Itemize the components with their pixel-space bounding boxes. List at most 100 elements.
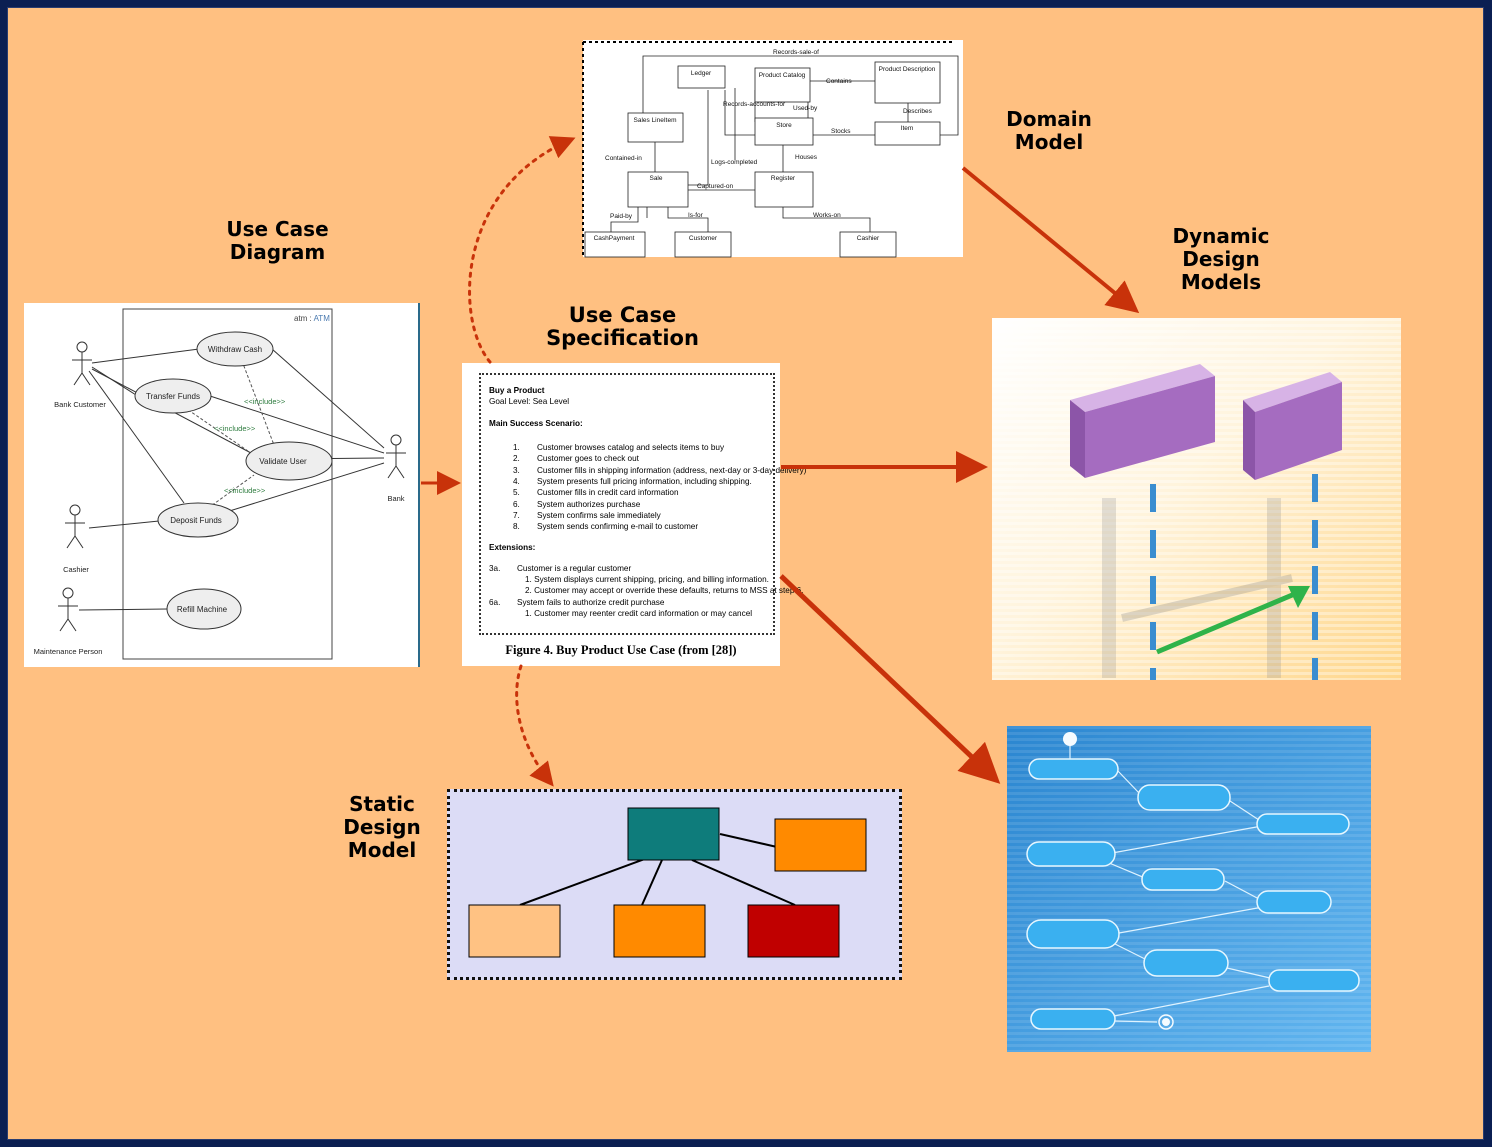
spec-extension-text: 1. Customer may reenter credit card info… — [525, 608, 753, 618]
use-case-label: Refill Machine — [177, 605, 228, 614]
system-label: atm : ATM — [294, 314, 330, 323]
association-label: Captured-on — [697, 183, 734, 190]
activity-node — [1028, 758, 1119, 780]
use-case-diagram-panel: atm : ATM <<include>> <<include>> <<incl… — [24, 303, 420, 667]
class-name: Register — [771, 175, 796, 182]
class-box-store — [754, 117, 814, 146]
class-box-cashier — [839, 231, 897, 258]
include-label: <<include>> — [244, 397, 286, 406]
spec-step-text: System sends confirming e-mail to custom… — [537, 522, 699, 532]
domain-model-panel: Ledger Product Catalog Product Descripti… — [582, 40, 963, 258]
class-name: Product Description — [879, 66, 936, 73]
heading-line: Use Case — [226, 217, 329, 241]
association-label: Records-accounts-for — [723, 101, 786, 108]
association-label: Is-for — [688, 212, 704, 219]
heading-line: Use Case — [568, 303, 677, 327]
spec-extensions-heading: Extensions: — [489, 543, 536, 552]
spec-caption: Figure 4. Buy Product Use Case (from [28… — [505, 643, 737, 657]
dynamic-activity-panel — [1007, 726, 1371, 1052]
object-box-right — [1243, 372, 1342, 480]
class-name: Item — [901, 125, 914, 132]
actor-icon — [72, 341, 92, 386]
activity-node — [1026, 919, 1120, 949]
class-name: CashPayment — [594, 235, 635, 242]
class-box-orange-bottom — [613, 904, 706, 958]
class-box-sale — [627, 171, 689, 208]
class-box-register — [754, 171, 814, 208]
domain-class-boxes — [584, 61, 941, 258]
activity-node — [1026, 841, 1116, 867]
activity-node — [1030, 1008, 1116, 1030]
spec-step-number: 8. — [513, 522, 520, 532]
use-case-deposit-funds — [157, 502, 239, 538]
heading-line: Domain — [1006, 107, 1092, 131]
sequence-diagram-graphic — [992, 318, 1401, 680]
domain-model-diagram: Ledger Product Catalog Product Descripti… — [582, 41, 959, 258]
class-box-cashpayment — [584, 231, 646, 258]
actor-label: Cashier — [63, 565, 89, 574]
spec-extension-text: 1. System displays current shipping, pri… — [525, 575, 769, 585]
spec-step-text: System presents full pricing information… — [537, 476, 752, 486]
association-label: Paid-by — [610, 213, 633, 220]
heading-line: Static — [349, 792, 415, 816]
spec-step-text: System confirms sale immediately — [537, 510, 661, 520]
class-box-teal — [627, 807, 720, 861]
use-case-validate-user — [245, 441, 333, 481]
activity-node — [1143, 949, 1229, 977]
association-label: Contained-in — [605, 155, 642, 162]
actor-icon — [386, 434, 406, 479]
activity-node — [1268, 969, 1360, 992]
class-box-red — [747, 904, 840, 958]
association-label: Used-by — [793, 105, 818, 112]
spec-goal-level: Goal Level: Sea Level — [489, 397, 570, 406]
heading-line: Model — [1014, 130, 1084, 154]
class-name: Sale — [649, 175, 662, 182]
heading-line: Specification — [546, 326, 699, 350]
association-label: Houses — [795, 154, 818, 161]
include-label: <<include>> — [214, 424, 256, 433]
spec-extension-number: 3a. — [489, 564, 501, 573]
static-design-panel — [447, 789, 902, 980]
heading-line: Design — [1182, 247, 1260, 271]
use-case-specification-panel: Buy a Product Goal Level: Sea Level Main… — [462, 363, 806, 666]
spec-step-number: 7. — [513, 510, 520, 520]
association-label: Describes — [903, 108, 933, 115]
associations — [78, 348, 385, 611]
activity-flows — [1069, 744, 1271, 1023]
domain-associations — [610, 55, 959, 232]
start-node — [1063, 732, 1077, 746]
class-name: Sales LineItem — [634, 117, 677, 124]
spec-step-text: Customer goes to check out — [537, 454, 639, 464]
class-name: Customer — [689, 235, 718, 242]
spec-dotted-box — [479, 373, 775, 635]
use-case-label: Withdraw Cash — [208, 345, 262, 354]
activity-node — [1141, 868, 1225, 891]
activity-node — [1256, 890, 1332, 914]
include-label: <<include>> — [224, 486, 266, 495]
heading-domain-model: Domain Model — [985, 108, 1113, 154]
spec-extension-text: Customer is a regular customer — [517, 564, 632, 573]
class-name: Ledger — [691, 70, 712, 77]
spec-step-text: Customer browses catalog and selects ite… — [537, 443, 725, 452]
use-case-transfer-funds — [134, 378, 212, 414]
spec-step-number: 3. — [513, 465, 520, 475]
class-name: Store — [776, 122, 792, 129]
spec-step-number: 1. — [513, 443, 520, 452]
use-case-refill-machine — [166, 588, 242, 630]
activity-diagram-graphic — [1007, 726, 1371, 1052]
heading-line: Design — [343, 815, 421, 839]
heading-use-case-diagram: Use Case Diagram — [195, 218, 360, 264]
actor-icon — [65, 504, 85, 549]
class-name: Cashier — [857, 235, 880, 242]
use-case-label: Transfer Funds — [146, 392, 200, 401]
use-case-diagram: atm : ATM <<include>> <<include>> <<incl… — [34, 303, 420, 667]
heading-line: Diagram — [229, 240, 326, 264]
spec-extension-text: System fails to authorize credit purchas… — [517, 597, 665, 607]
heading-static-design-model: Static Design Model — [318, 793, 446, 862]
class-box-customer — [674, 231, 732, 258]
heading-line: Model — [347, 838, 417, 862]
spec-extension-text: 2. Customer may accept or override these… — [525, 586, 804, 596]
association-label: Stocks — [831, 128, 851, 135]
activity-node — [1256, 813, 1350, 835]
class-box-item — [874, 121, 941, 146]
